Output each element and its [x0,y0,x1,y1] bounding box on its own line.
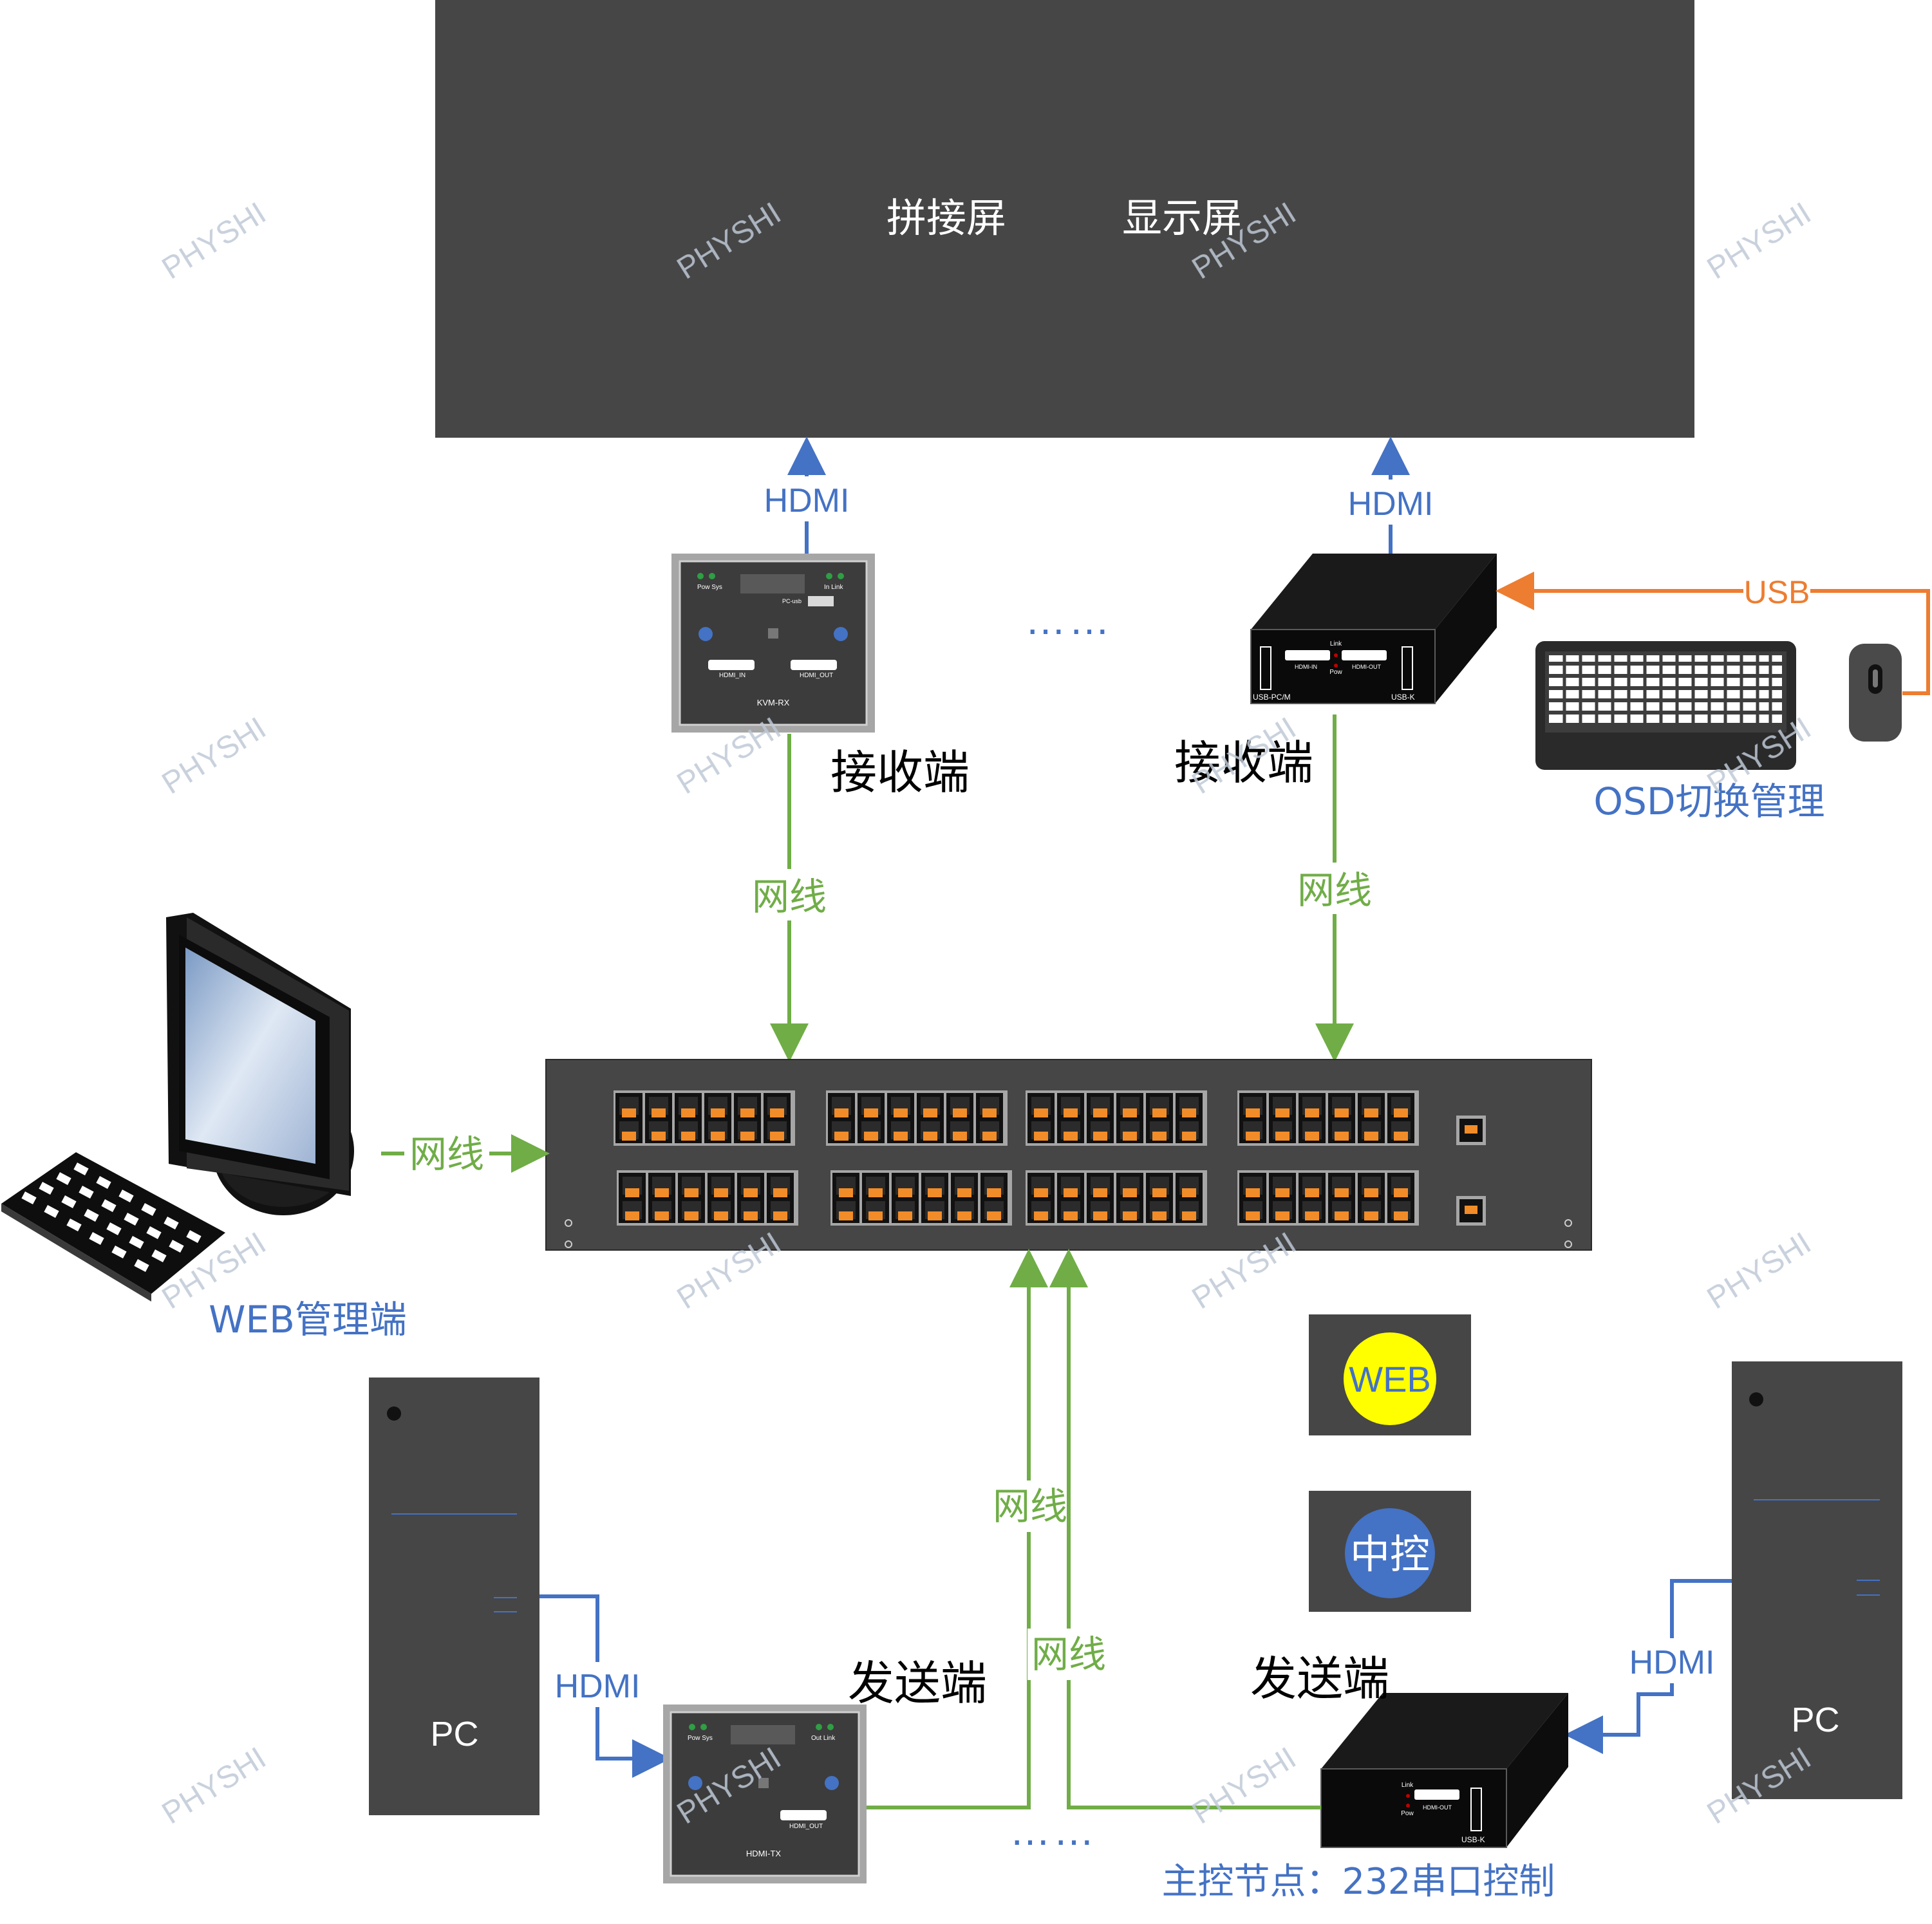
net-label-tx2: 网线 [1031,1632,1106,1676]
svg-text:HDMI_IN: HDMI_IN [719,672,746,679]
svg-text:PC-usb: PC-usb [782,598,802,604]
svg-text:PHYSHI: PHYSHI [1186,1741,1302,1831]
caption-sender-1: 发送端 [848,1656,987,1710]
sender-kvm-box: Link Pow HDMI-OUT USB-K [1320,1693,1568,1848]
net-label-rx1: 网线 [752,875,827,919]
keyboard-icon [1535,641,1796,770]
ellipsis-bottom: …… [1009,1807,1097,1854]
pc-2-label: PC [1791,1701,1839,1739]
svg-text:Pow: Pow [1401,1810,1414,1817]
svg-text:中控: 中控 [1350,1531,1430,1578]
svg-text:HDMI-IN: HDMI-IN [1295,664,1317,670]
wall-label-left: 拼接屏 [886,194,1006,241]
wall-label-right: 显示屏 [1122,194,1242,241]
svg-text:HDMI_OUT: HDMI_OUT [800,672,833,679]
caption-receiver-1: 接收端 [830,745,970,799]
receiver-kvm-rx: Pow Sys In Link PC-usb HDMI_IN HDMI_OUT … [671,554,875,733]
svg-text:PHYSHI: PHYSHI [156,1741,272,1831]
net-label-web: 网线 [409,1132,484,1176]
sender-hdmi-tx: Pow Sys Out Link HDMI_OUT HDMI-TX [663,1705,867,1883]
pc-tower-2: PC [1732,1361,1902,1799]
net-link-tx1 [867,1249,1048,1809]
svg-text:PHYSHI: PHYSHI [1702,1226,1817,1316]
svg-text:USB-K: USB-K [1461,1835,1485,1844]
svg-text:Pow Sys: Pow Sys [688,1735,713,1742]
svg-text:HDMI-TX: HDMI-TX [746,1849,781,1858]
caption-sender-2: 发送端 [1250,1652,1389,1706]
central-control-badge: 中控 [1309,1491,1471,1612]
svg-text:Pow Sys: Pow Sys [697,584,722,591]
receiver-kvm-box: Link Pow HDMI-IN HDMI-OUT USB-PC/M USB-K [1250,554,1497,704]
svg-text:HDMI-OUT: HDMI-OUT [1352,664,1381,670]
net-label-tx1: 网线 [993,1484,1067,1528]
svg-text:PHYSHI: PHYSHI [1702,196,1817,286]
svg-text:KVM-RX: KVM-RX [757,698,790,707]
net-label-rx2: 网线 [1297,868,1372,912]
svg-text:HDMI_OUT: HDMI_OUT [789,1823,823,1830]
video-wall [435,0,1694,438]
net-link-tx2 [1049,1249,1321,1809]
svg-text:USB-PC/M: USB-PC/M [1253,693,1291,702]
svg-text:USB-K: USB-K [1391,693,1415,702]
svg-text:Out Link: Out Link [811,1735,836,1742]
svg-text:PHYSHI: PHYSHI [156,196,272,286]
hdmi-label-pc1: HDMI [555,1668,641,1705]
hdmi-label-pc2: HDMI [1629,1644,1715,1681]
hdmi-link-pc2 [1564,1579,1732,1754]
usb-link [1496,572,1930,695]
hdmi-label-rx1: HDMI [764,482,850,519]
pc-1-label: PC [430,1715,478,1753]
svg-text:In Link: In Link [824,584,843,591]
hdmi-label-rx2: HDMI [1348,485,1434,523]
svg-text:Link: Link [1330,640,1342,648]
svg-text:HDMI-OUT: HDMI-OUT [1423,1804,1452,1811]
svg-text:WEB: WEB [1349,1359,1431,1399]
svg-text:PHYSHI: PHYSHI [156,711,272,801]
master-node-note: 主控节点：232串口控制 [1162,1861,1555,1903]
web-badge: WEB [1309,1314,1471,1435]
osd-label: OSD切换管理 [1593,780,1824,823]
usb-label: USB [1744,574,1810,610]
network-switch [545,1059,1592,1251]
web-admin-computer-icon [1,913,354,1302]
ellipsis-top: …… [1025,597,1112,643]
mouse-icon [1849,644,1902,742]
web-admin-label: WEB管理端 [209,1298,407,1341]
svg-text:Pow: Pow [1329,669,1342,676]
svg-text:Link: Link [1402,1782,1414,1789]
caption-receiver-2: 接收端 [1174,736,1313,790]
pc-tower-1: PC [369,1378,539,1815]
